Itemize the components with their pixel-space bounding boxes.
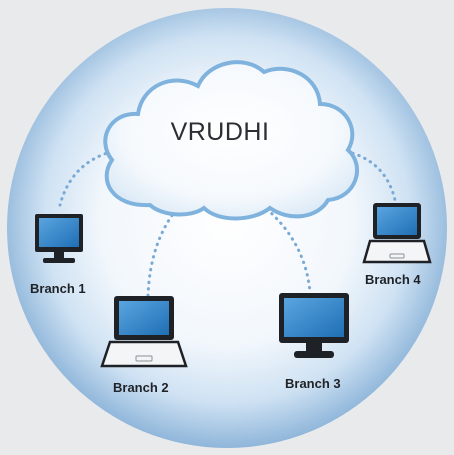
- link-branch-4: [338, 148, 397, 202]
- branch-1-computer-icon: [35, 214, 83, 263]
- link-branch-3: [260, 203, 312, 294]
- branch-3-label: Branch 3: [285, 376, 341, 391]
- branch-2-label: Branch 2: [113, 380, 169, 395]
- cloud-label: VRUDHI: [170, 118, 270, 146]
- branch-2-laptop-icon: [100, 296, 188, 368]
- branch-1-label: Branch 1: [30, 281, 86, 296]
- link-branch-2: [146, 203, 182, 298]
- branch-4-laptop-icon: [362, 203, 432, 264]
- connection-lines: [58, 148, 397, 298]
- branch-3-computer-icon: [279, 293, 349, 358]
- branch-4-label: Branch 4: [365, 272, 421, 287]
- cloud-shape: [103, 60, 359, 221]
